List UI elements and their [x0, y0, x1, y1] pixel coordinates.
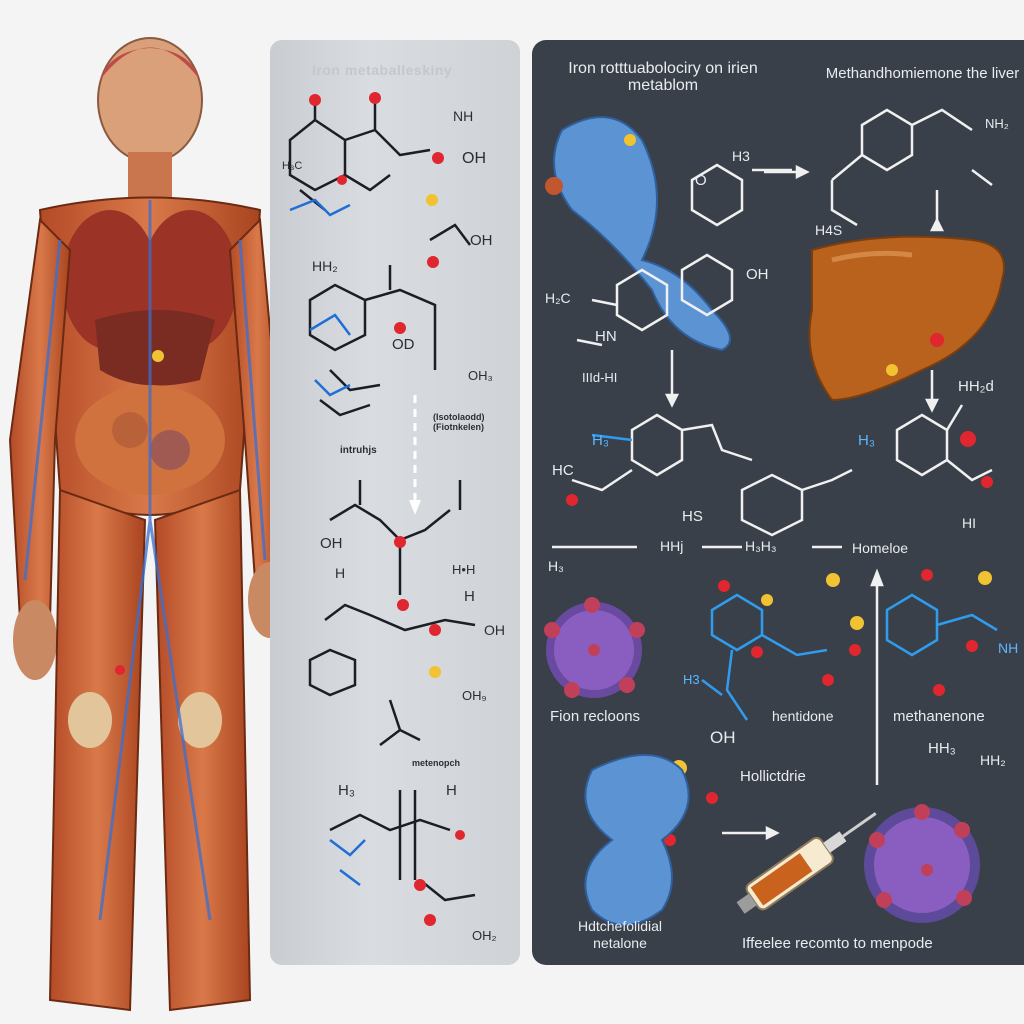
mid-label-h3c: H₃C [282, 160, 303, 172]
liver-organ [95, 310, 215, 386]
right-label-fion: Fion recloons [550, 708, 641, 725]
mid-label-oh-low: OH [484, 622, 505, 638]
liver-icon [808, 235, 1005, 402]
right-label-hdtchef: Hdtchefolidial netalone [577, 918, 663, 951]
mid-label-intruhjs: intruhjs [340, 445, 377, 456]
virus-icon-2 [864, 807, 980, 923]
mid-label-annot: (Isotolaodd) (Fiotnkelen) [433, 412, 485, 432]
right-label-hhd: HH₂d [958, 378, 994, 395]
right-panel-title-right: Methandhomiemone the liver [825, 65, 1020, 82]
mid-label-oh9: OH₉ [462, 688, 487, 703]
mid-label-oh-top: OH [462, 150, 486, 167]
mid-label-h-low: H [464, 588, 475, 605]
right-label-h3-mid: H₃ [592, 432, 609, 449]
syringe-icon [736, 812, 877, 914]
right-label-hd-hi: IIId-HI [582, 370, 618, 385]
right-label-hb: H₃H₃ [745, 538, 777, 554]
mid-label-oh3: OH₃ [468, 368, 493, 383]
right-label-hs: HS [682, 508, 703, 525]
right-label-hi: HI [962, 515, 976, 531]
right-label-h3-cluster: H3 [683, 672, 700, 687]
right-label-hc: HC [552, 462, 574, 479]
right-panel-title-left: Iron rotttuabolociry on irien metablom [568, 60, 758, 94]
mid-label-oh-mid: OH [320, 535, 343, 552]
right-label-nh2: NH₂ [985, 116, 1009, 131]
right-label-oh-right: OH [746, 266, 769, 283]
right-label-oh-cluster: OH [710, 728, 736, 747]
mid-label-oh-2: OH [470, 232, 493, 249]
mid-label-menopch: metenopch [412, 758, 461, 768]
right-label-methanenone: methanenone [893, 708, 985, 725]
mid-label-h-bottom: H [446, 782, 457, 799]
right-label-hhj: HHj [660, 538, 684, 554]
right-label-o-top: O [695, 172, 707, 189]
mid-label-nh: NH [453, 108, 474, 124]
brain-icon [100, 47, 200, 80]
mid-label-hh2: HH₂ [312, 258, 338, 274]
mid-label-oh2-bottom: OH₂ [472, 928, 497, 943]
mid-label-h3-bottom: H₃ [338, 782, 355, 799]
right-label-h2c: H₂C [545, 290, 571, 306]
protein-ribbon-icon [553, 116, 731, 352]
right-label-hentidone: hentidone [772, 708, 834, 724]
mid-label-h-mid: H [335, 565, 346, 581]
right-label-hollictdrie: Hollictdrie [740, 768, 806, 785]
middle-structures [288, 92, 476, 926]
right-label-nh-far: NH [998, 640, 1019, 656]
middle-panel-title: Iron metaballeskiny [312, 62, 453, 78]
protein-ribbon-icon-2 [584, 754, 690, 926]
right-label-h3-liver: H₃ [858, 432, 875, 449]
right-label-hh2b: HH₂ [980, 752, 1006, 768]
right-structures [544, 108, 1005, 926]
right-label-iffelee: Iffeelee recomto to menpode [742, 935, 933, 952]
mid-label-hh: H•H [452, 562, 476, 577]
right-label-h4s: H4S [815, 222, 843, 238]
middle-panel [270, 40, 520, 965]
right-label-homeloe: Homeloe [852, 540, 909, 556]
right-label-hn: HN [595, 328, 617, 345]
human-anatomy-figure [8, 37, 292, 1012]
right-label-h2-left: H₃ [548, 558, 564, 574]
right-label-h3-top: H3 [732, 148, 750, 164]
right-label-hh3: HH₃ [928, 740, 956, 757]
mid-label-od: OD [392, 336, 415, 353]
